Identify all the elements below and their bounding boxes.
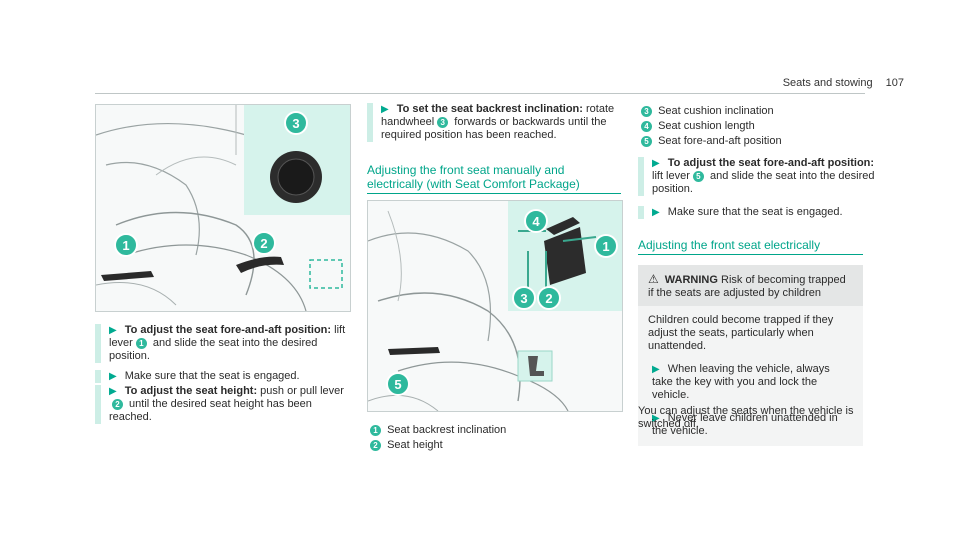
running-header: Seats and stowing 107 xyxy=(783,77,904,89)
page-number: 107 xyxy=(885,77,904,89)
svg-text:3: 3 xyxy=(520,291,527,306)
section-title-electric: Adjusting the front seat electrically xyxy=(638,238,863,255)
closing-paragraph: You can adjust the seats when the vehicl… xyxy=(638,405,854,430)
callout-number: 4 xyxy=(641,120,652,132)
step-fore-aft-electric: ▶To adjust the seat fore-and-aft positio… xyxy=(638,157,877,196)
arrow-icon: ▶ xyxy=(652,207,660,218)
warning-step: ▶When leaving the vehicle, always take t… xyxy=(652,363,830,401)
section-title-manual-electric: Adjusting the front seat manually and el… xyxy=(367,163,621,194)
legend-item: 3 Seat cushion inclination xyxy=(638,104,868,119)
svg-text:2: 2 xyxy=(260,236,267,251)
badge-2: 2 xyxy=(537,286,561,310)
legend-item: 1 Seat backrest inclination xyxy=(367,423,617,438)
badge-1: 1 xyxy=(114,233,138,257)
legend-item: 2 Seat height xyxy=(367,438,617,453)
legend-item: 4 Seat cushion length xyxy=(638,119,868,134)
electric-seat-illustration: 1 2 3 4 5 xyxy=(368,201,622,411)
badge-2: 2 xyxy=(252,231,276,255)
callout-number: 3 xyxy=(641,105,652,117)
callout-number: 1 xyxy=(135,337,147,349)
step-engaged: ▶Make sure that the seat is engaged. xyxy=(95,370,353,383)
svg-text:5: 5 xyxy=(394,377,401,392)
badge-3: 3 xyxy=(284,111,308,135)
warning-step: ▶Never leave children unattended in the … xyxy=(652,412,838,437)
svg-text:2: 2 xyxy=(545,291,552,306)
callout-number: 2 xyxy=(112,398,123,410)
warning-triangle-icon: ⚠ xyxy=(648,272,659,286)
header-title: Seats and stowing xyxy=(782,77,873,89)
middle-legend: 1 Seat backrest inclination 2 Seat heigh… xyxy=(367,423,617,453)
badge-4: 4 xyxy=(524,209,548,233)
arrow-icon: ▶ xyxy=(652,158,660,169)
warning-box: ⚠WARNING Risk of becoming trapped if the… xyxy=(638,265,863,446)
step-backrest: ▶To set the seat backrest inclination: r… xyxy=(367,103,631,142)
callout-number: 3 xyxy=(437,116,449,128)
legend-item: 5 Seat fore-and-aft position xyxy=(638,134,868,149)
arrow-icon: ▶ xyxy=(652,364,660,375)
figure-manual-seat: 1 2 3 xyxy=(95,104,351,312)
arrow-icon: ▶ xyxy=(109,386,117,397)
svg-text:1: 1 xyxy=(122,238,129,253)
figure-electric-seat: 1 2 3 4 5 xyxy=(367,200,623,412)
step-fore-aft: ▶To adjust the seat fore-and-aft positio… xyxy=(95,324,353,363)
step-height: ▶To adjust the seat height: push or pull… xyxy=(95,385,353,424)
callout-number: 1 xyxy=(370,424,381,436)
right-legend: 3 Seat cushion inclination 4 Seat cushio… xyxy=(638,104,868,149)
svg-text:4: 4 xyxy=(532,214,540,229)
badge-3: 3 xyxy=(512,286,536,310)
callout-number: 5 xyxy=(641,135,652,147)
header-rule xyxy=(95,93,865,94)
warning-body: Children could become trapped if they ad… xyxy=(638,306,863,446)
arrow-icon: ▶ xyxy=(652,413,660,424)
step-engaged-electric: ▶Make sure that the seat is engaged. xyxy=(638,206,877,219)
badge-5: 5 xyxy=(386,372,410,396)
warning-header: ⚠WARNING Risk of becoming trapped if the… xyxy=(638,265,863,306)
badge-1: 1 xyxy=(594,234,618,258)
svg-text:3: 3 xyxy=(292,116,299,131)
arrow-icon: ▶ xyxy=(381,104,389,115)
arrow-icon: ▶ xyxy=(109,325,117,336)
svg-text:1: 1 xyxy=(602,239,609,254)
arrow-icon: ▶ xyxy=(109,371,117,382)
manual-seat-illustration: 1 2 3 xyxy=(96,105,350,311)
callout-number: 2 xyxy=(370,439,381,451)
callout-number: 5 xyxy=(692,170,704,182)
